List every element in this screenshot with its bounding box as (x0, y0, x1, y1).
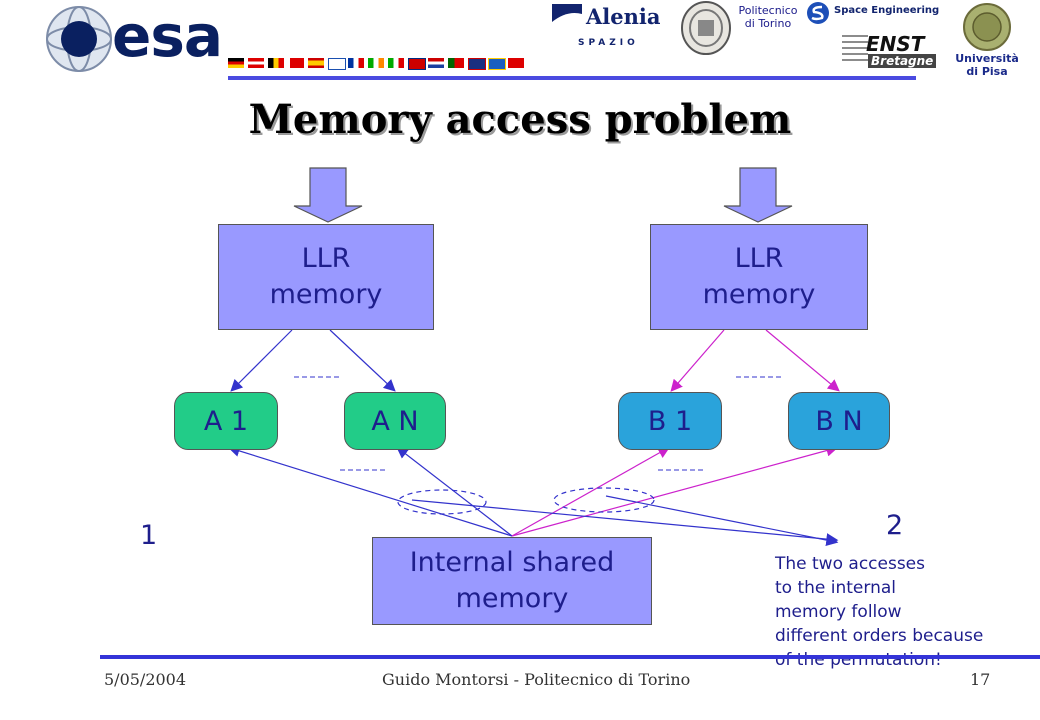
polito-line1: Politecnico (738, 4, 798, 17)
slide-title: Memory access problem (248, 96, 792, 143)
polito-name: Politecnico di Torino (736, 4, 800, 30)
enst-globe-icon (842, 35, 868, 61)
header-divider (228, 76, 916, 80)
pisa-name: Università di Pisa (946, 52, 1028, 78)
enst-logo: ENST Bretagne (840, 30, 937, 72)
pisa-line2: di Pisa (966, 65, 1008, 78)
llr-left-line2: memory (269, 279, 383, 310)
label-2: 2 (886, 510, 904, 541)
note-line: of the permutation! (775, 650, 942, 670)
bretagne-wordmark: Bretagne (868, 54, 937, 68)
bank-an: A N (344, 392, 446, 450)
llr-right-line2: memory (702, 279, 816, 310)
space-engineering-icon (807, 2, 829, 24)
shared-line2: memory (455, 583, 569, 614)
polito-line2: di Torino (744, 17, 792, 30)
footer-date: 5/05/2004 (104, 670, 187, 689)
bank-b1: B 1 (618, 392, 722, 450)
spazio-wordmark: SPAZIO (578, 38, 639, 48)
shared-line1: Internal shared (409, 546, 615, 578)
esa-logo: esa (44, 2, 234, 76)
space-engineering-wordmark: Space Engineering (834, 5, 940, 16)
enst-wordmark: ENST (866, 32, 925, 56)
polito-seal (680, 0, 732, 56)
llr-right-line1: LLR (734, 242, 784, 274)
permutation-note: The two accesses to the internal memory … (775, 552, 1037, 672)
space-engineering-logo: Space Engineering (806, 0, 939, 28)
llr-left-line1: LLR (301, 242, 351, 274)
pisa-seal-icon (963, 3, 1011, 51)
alenia-mark-icon (552, 4, 582, 30)
pisa-seal (962, 2, 1012, 52)
input-arrow-right-icon (723, 167, 793, 223)
note-line: memory follow (775, 602, 902, 622)
footer-author: Guido Montorsi - Politecnico di Torino (382, 670, 691, 689)
internal-shared-memory: Internal shared memory (372, 537, 652, 625)
bank-bn: B N (788, 392, 890, 450)
llr-memory-right: LLR memory (650, 224, 868, 330)
note-line: to the internal (775, 578, 897, 598)
pisa-line1: Università (955, 52, 1019, 65)
note-line: The two accesses (775, 554, 925, 574)
llr-memory-left: LLR memory (218, 224, 434, 330)
footer-divider (100, 655, 1040, 659)
alenia-logo: Alenia SPAZIO (552, 2, 670, 56)
alenia-wordmark: Alenia (586, 4, 661, 29)
label-1: 1 (140, 520, 158, 551)
note-line: different orders because (775, 626, 984, 646)
esa-globe-icon (46, 6, 112, 72)
footer-page-number: 17 (970, 670, 991, 689)
bank-a1: A 1 (174, 392, 278, 450)
input-arrow-left-icon (293, 167, 363, 223)
polito-seal-icon (681, 1, 731, 55)
esa-wordmark: esa (112, 2, 223, 70)
esa-member-flags (228, 0, 548, 76)
